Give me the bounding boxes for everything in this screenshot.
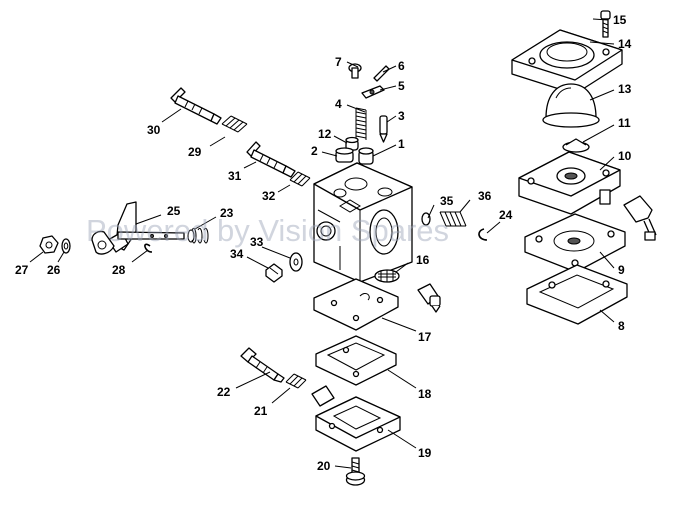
label-15: 15 [613,13,627,27]
label-8: 8 [618,319,625,333]
part-25-throttle-shaft [91,201,185,255]
label-19: 19 [418,446,432,460]
part-34-screw [265,263,283,283]
label-11: 11 [618,116,631,130]
label-18: 18 [418,387,432,401]
label-6: 6 [398,59,405,73]
part-7-screw [348,63,362,79]
label-20: 20 [317,459,331,473]
part-12-plug [345,136,359,151]
label-33: 33 [250,235,264,249]
part-labels: 15 14 13 11 10 9 8 7 6 5 4 3 12 2 1 30 2… [15,13,632,473]
label-28: 28 [112,263,126,277]
label-14: 14 [618,37,632,51]
label-10: 10 [618,149,632,163]
part-6-pin [373,65,390,82]
label-12: 12 [318,127,332,141]
label-2: 2 [311,144,318,158]
label-13: 13 [618,82,632,96]
part-9-pump-diaphragm [524,213,626,273]
label-7: 7 [335,55,342,69]
part-20-screw [345,457,366,486]
part-5-inlet-lever [361,85,385,99]
part-26-washer [61,238,71,254]
part-27-nut [39,235,59,254]
label-27: 27 [15,263,29,277]
label-25: 25 [167,204,181,218]
part-31-screw [246,141,296,178]
part-28-circlip [144,243,153,253]
part-24-circlip [478,228,488,241]
part-2-plug [335,147,354,163]
label-22: 22 [217,385,231,399]
part-33-washer [289,252,303,272]
part-22-screw [240,347,285,383]
part-32-spring [289,171,311,187]
label-29: 29 [188,145,202,159]
label-3: 3 [398,109,405,123]
label-35: 35 [440,194,454,208]
leader-lines [29,18,615,469]
part-21-spring [285,373,307,389]
label-1: 1 [398,137,405,151]
label-16: 16 [416,253,430,267]
part-19-metering-cover [311,385,401,452]
label-9: 9 [618,263,625,277]
part-15-screw [600,10,611,38]
part-1-plug [358,147,374,165]
part-4-spring [355,107,367,140]
carburetor-body [313,162,413,283]
label-30: 30 [147,123,161,137]
part-10-pump-housing [518,151,657,241]
label-26: 26 [47,263,61,277]
part-8-pump-gasket [526,264,628,325]
label-34: 34 [230,247,244,261]
part-16-strainer [374,269,400,283]
label-24: 24 [499,208,513,222]
part-18-metering-diaphragm [315,335,397,386]
label-31: 31 [228,169,242,183]
label-17: 17 [418,330,432,344]
part-36-spring [439,211,467,227]
label-23: 23 [220,206,234,220]
label-5: 5 [398,79,405,93]
part-11-valve [562,138,590,153]
label-4: 4 [335,97,342,111]
label-36: 36 [478,189,492,203]
label-21: 21 [254,404,268,418]
fuel-fitting [417,283,441,313]
part-30-screw [170,87,222,125]
part-23-spring [187,227,209,244]
part-35-o-ring [421,212,431,226]
label-32: 32 [262,189,276,203]
part-17-gasket [313,278,399,331]
watermark-text: Powered by Vision Spares [86,213,449,248]
part-13-primer-bulb [542,83,600,128]
part-29-spring [221,115,248,133]
part-3-inlet-needle [379,115,388,143]
